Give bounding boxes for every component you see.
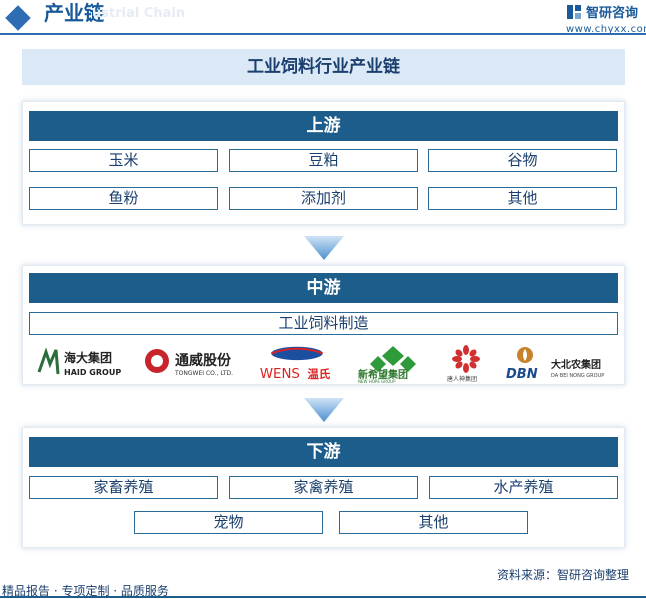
company-name: 新希望集团: [358, 368, 408, 381]
footer-divider: [0, 596, 646, 598]
down-arrow-icon: [304, 236, 344, 260]
dbn-logo-icon: DBN 大北农集团 DA BEI NONG GROUP: [506, 347, 604, 382]
footer-tagline: 精品报告 · 专项定制 · 品质服务: [2, 584, 169, 598]
brand-name: 智研咨询: [586, 6, 639, 21]
company-name: 海大集团: [64, 350, 112, 365]
downstream-heading: 下游: [29, 437, 618, 467]
upstream-item: 谷物: [428, 149, 617, 172]
header-watermark: ustrial Chain: [92, 6, 186, 21]
upstream-item: 添加剂: [229, 187, 418, 210]
upstream-item: 鱼粉: [29, 187, 218, 210]
diagram-title: 工业饲料行业产业链: [22, 49, 625, 85]
haid-logo-icon: 海大集团 HAID GROUP: [37, 347, 121, 377]
header-diamond-icon: [5, 5, 31, 31]
tangrenshen-logo-icon: 唐人神集团: [447, 345, 480, 383]
upstream-heading: 上游: [29, 111, 618, 141]
downstream-item: 宠物: [134, 511, 323, 534]
brand-url[interactable]: www.chyxx.com: [566, 24, 646, 35]
tongwei-logo-icon: 通威股份 TONGWEI CO., LTD.: [145, 349, 233, 377]
company-sub: NEW HOPE GROUP: [358, 379, 396, 384]
company-sub: DA BEI NONG GROUP: [551, 373, 604, 379]
midstream-heading: 中游: [29, 273, 618, 303]
upstream-item: 豆粕: [229, 149, 418, 172]
company-sub: 温氏: [307, 367, 330, 381]
downstream-item: 家畜养殖: [29, 476, 218, 499]
downstream-item: 家禽养殖: [229, 476, 418, 499]
upstream-item: 玉米: [29, 149, 218, 172]
source-note: 资料来源：智研咨询整理: [497, 568, 630, 582]
company-name: 大北农集团: [551, 358, 601, 371]
downstream-item: 其他: [339, 511, 528, 534]
downstream-item: 水产养殖: [429, 476, 618, 499]
newhope-logo-icon: 新希望集团 NEW HOPE GROUP: [358, 346, 416, 384]
company-sub: HAID GROUP: [64, 368, 121, 377]
upstream-item: 其他: [428, 187, 617, 210]
company-name: 通威股份: [175, 352, 232, 369]
company-name: WENS: [260, 367, 300, 382]
dbn-mark: DBN: [506, 367, 538, 382]
down-arrow-icon: [304, 398, 344, 422]
brand-logo-icon: [567, 5, 581, 19]
header-divider: [0, 33, 646, 35]
page-title: 产业链: [44, 1, 104, 25]
midstream-process: 工业饲料制造: [29, 312, 618, 335]
wens-logo-icon: WENS 温氏: [260, 346, 331, 382]
company-sub: TONGWEI CO., LTD.: [174, 370, 233, 377]
company-name: 唐人神集团: [447, 375, 477, 383]
